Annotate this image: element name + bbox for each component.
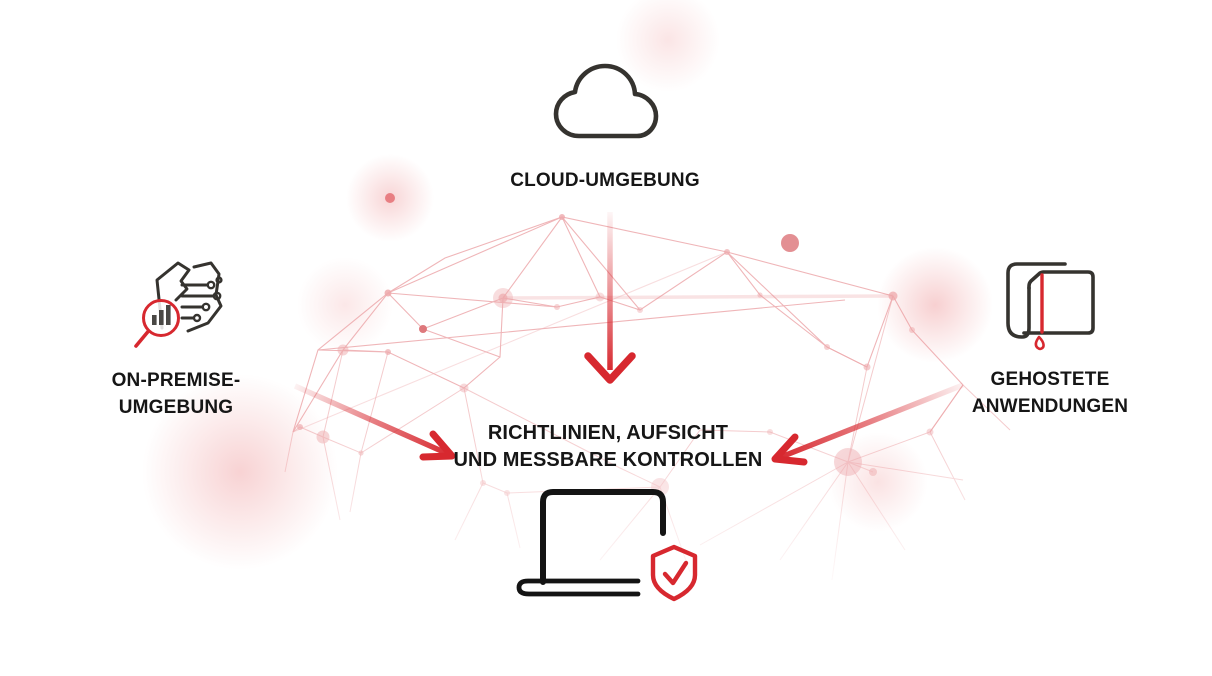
arrow-hostedapps-to-center [771, 382, 965, 466]
on-premise-analysis-icon [134, 261, 223, 348]
magnifier-bar-chart [134, 299, 180, 348]
hosted-apps-label: GEHOSTETE ANWENDUNGEN [930, 366, 1170, 420]
soft-blob [142, 374, 338, 570]
soft-blob [877, 247, 993, 363]
shield-fragment-right [186, 261, 223, 333]
hosted-apps-label-line1: GEHOSTETE [990, 369, 1110, 390]
laptop-shield-check-icon [516, 489, 698, 602]
circuit-nodes [192, 276, 223, 323]
mesh-edges-upper [292, 216, 964, 433]
soft-blob [616, 0, 720, 92]
center-controls-label-line1: RICHTLINIEN, AUFSICHT [487, 422, 729, 444]
accent-dot [385, 193, 395, 203]
folder-outline [1022, 270, 1095, 335]
hosted-apps-label-line2: ANWENDUNGEN [971, 396, 1129, 417]
soft-blob [828, 432, 928, 532]
cloud-label: CLOUD-UMGEBUNG [510, 170, 700, 191]
cloud-icon [553, 63, 659, 139]
arrow-onpremise-to-center [293, 383, 456, 461]
accent-dot [781, 234, 799, 252]
mesh-edge-soft [502, 294, 894, 300]
circuit-traces [180, 283, 215, 320]
leak-drip [1034, 273, 1045, 351]
folder-leak-icon [1006, 262, 1095, 351]
shield-check-icon [650, 544, 698, 602]
on-premise-label: ON-PREMISE- UMGEBUNG [56, 367, 296, 421]
on-premise-label-line1: ON-PREMISE- [111, 370, 241, 391]
laptop-icon [516, 489, 666, 597]
center-controls-label-line2: UND MESSBARE KONTROLLEN [453, 449, 763, 471]
mesh-node-large [834, 448, 862, 476]
shield-fragment-left [155, 261, 191, 330]
center-controls-label: RICHTLINIEN, AUFSICHT UND MESSBARE KONTR… [427, 420, 789, 474]
on-premise-label-line2: UMGEBUNG [118, 397, 234, 418]
soft-blob [297, 257, 393, 353]
arrow-cloud-to-center [584, 212, 636, 384]
